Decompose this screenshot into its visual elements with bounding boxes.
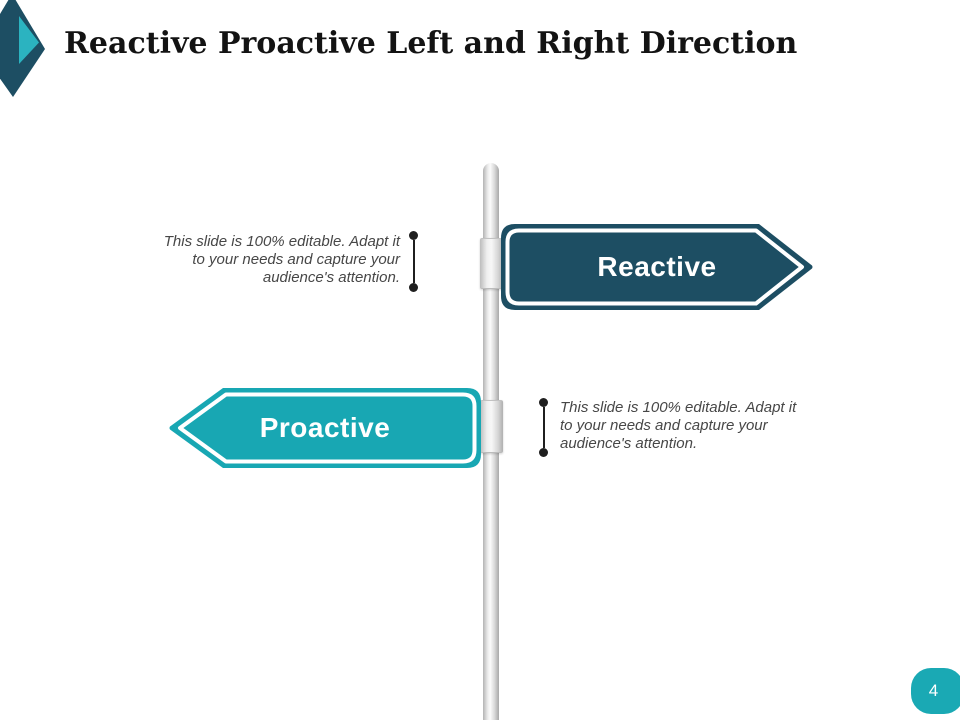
corner-accent-icon [0,0,45,97]
editable-note-left: This slide is 100% editable. Adapt it to… [140,233,400,287]
reactive-sign-shape [501,224,813,310]
dot-icon [539,448,548,457]
page-number: 4 [928,681,939,700]
slide-title: Reactive Proactive Left and Right Direct… [64,26,798,61]
note-line: to your needs and capture your [560,417,768,434]
reactive-sign-inner-outline [505,228,804,306]
note-line: to your needs and capture your [192,251,400,268]
corner-accent-light-triangle [19,16,39,64]
proactive-sign-inner-outline [178,392,477,464]
proactive-sign-shape [169,388,481,468]
reactive-sign-label: Reactive [597,251,717,282]
editable-note-right: This slide is 100% editable. Adapt it to… [560,399,810,453]
connector-line [542,407,545,448]
connector-marker-left [408,231,419,292]
connector-line [412,240,415,283]
pole-bracket-proactive [480,400,503,453]
dot-icon [409,283,418,292]
note-line: This slide is 100% editable. Adapt it [560,399,797,416]
page-number-badge: 4 [911,668,960,714]
note-line: audience's attention. [560,435,698,452]
dot-icon [539,398,548,407]
pole-bracket-reactive [480,238,503,289]
reactive-sign-body [501,224,813,310]
proactive-sign-body [169,388,481,468]
proactive-sign-label: Proactive [259,412,391,443]
dot-icon [409,231,418,240]
note-line: audience's attention. [262,269,400,286]
note-line: This slide is 100% editable. Adapt it [163,233,400,250]
connector-marker-right [538,398,549,457]
